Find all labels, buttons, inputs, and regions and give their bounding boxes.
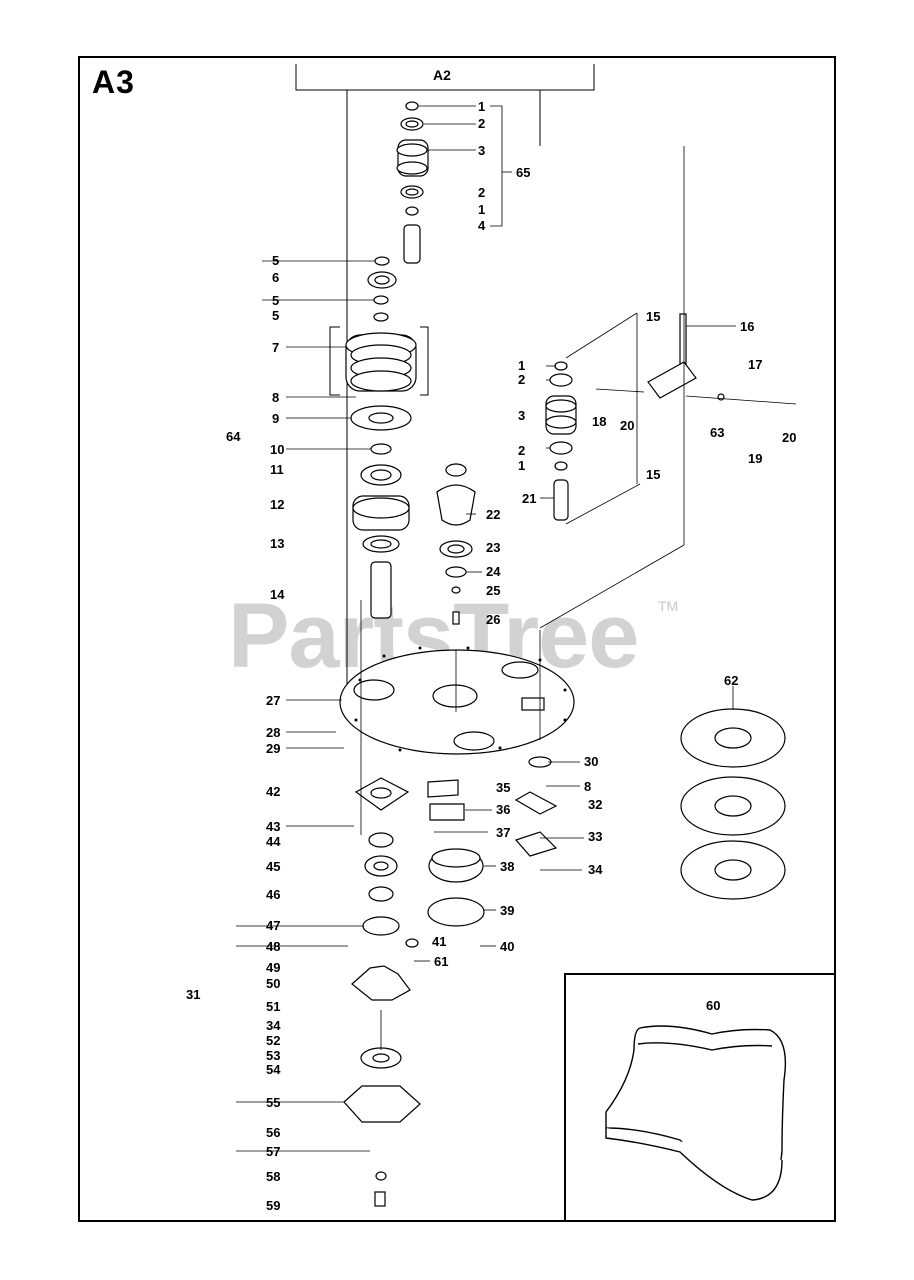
callout-label: 24 (486, 564, 501, 579)
callout-label: 58 (266, 1169, 280, 1184)
drive-belt-60 (605, 1025, 787, 1201)
callout-leaders (236, 105, 736, 1152)
callout-label: 34 (588, 862, 603, 877)
callout-label: 32 (588, 797, 602, 812)
callout-label: 2 (478, 116, 485, 131)
callout-label: 45 (266, 859, 280, 874)
right-assembly-lines (539, 146, 797, 629)
callout-label: 36 (496, 802, 510, 817)
callout-label: 22 (486, 507, 500, 522)
main-shaft-parts (345, 101, 429, 619)
right-spindle-parts (545, 313, 725, 521)
callout-label: 8 (584, 779, 591, 794)
callout-label: 51 (266, 999, 280, 1014)
callout-label: 59 (266, 1198, 280, 1213)
callout-label: 7 (272, 340, 279, 355)
deck-plate (339, 649, 575, 755)
callout-label: 37 (496, 825, 510, 840)
callout-label: 40 (500, 939, 514, 954)
callout-label: 20 (620, 418, 634, 433)
callout-label: 16 (740, 319, 754, 334)
callout-label: 10 (270, 442, 284, 457)
callout-label: 27 (266, 693, 280, 708)
callout-label: 61 (434, 954, 448, 969)
callout-label: 2 (518, 443, 525, 458)
callout-label: 17 (748, 357, 762, 372)
callout-label: 46 (266, 887, 280, 902)
callout-label: 31 (186, 987, 200, 1002)
callout-label: 33 (588, 829, 602, 844)
spindle-parts (436, 463, 476, 625)
callout-label: 28 (266, 725, 280, 740)
callout-label: 38 (500, 859, 514, 874)
callout-label: 39 (500, 903, 514, 918)
callout-label: 52 (266, 1033, 280, 1048)
blade-discs-62 (680, 708, 786, 900)
callout-label: 3 (518, 408, 525, 423)
callout-label: 1 (478, 202, 485, 217)
assembly-ref-label: A2 (433, 67, 451, 83)
callout-label: 20 (782, 430, 796, 445)
callout-label: 44 (266, 834, 281, 849)
callout-label: 14 (270, 587, 285, 602)
callout-label: 3 (478, 143, 485, 158)
callout-label: 23 (486, 540, 500, 555)
callout-label: 9 (272, 411, 279, 426)
callout-label: 2 (478, 185, 485, 200)
callout-label: 42 (266, 784, 280, 799)
inset-label: 60 (706, 998, 720, 1013)
callout-label: 21 (522, 491, 536, 506)
callout-label: 50 (266, 976, 280, 991)
callout-label: 1 (518, 458, 525, 473)
callout-label: 5 (272, 308, 279, 323)
callout-label: 13 (270, 536, 284, 551)
callout-label: 8 (272, 390, 279, 405)
callout-label: 5 (272, 253, 279, 268)
callout-label: 48 (266, 939, 280, 954)
callout-label: 64 (226, 429, 241, 444)
page-code: A3 (92, 64, 135, 100)
callout-label: 18 (592, 414, 606, 429)
callout-label: 41 (432, 934, 446, 949)
callout-label: 62 (724, 673, 738, 688)
callout-label: 5 (272, 293, 279, 308)
callout-label: 12 (270, 497, 284, 512)
callout-label: 11 (270, 462, 284, 477)
callout-label: 55 (266, 1095, 280, 1110)
callout-label: 35 (496, 780, 510, 795)
callout-label: 43 (266, 819, 280, 834)
callout-label: 19 (748, 451, 762, 466)
watermark-tm: TM (658, 598, 679, 614)
callout-label: 1 (518, 358, 525, 373)
callout-label: 15 (646, 467, 660, 482)
lower-assembly-parts (343, 756, 558, 1207)
callout-label: 25 (486, 583, 500, 598)
pulley-bracket (329, 326, 429, 396)
callout-label: 56 (266, 1125, 280, 1140)
callout-label: 15 (646, 309, 660, 324)
callout-label: 47 (266, 918, 280, 933)
callout-label: 6 (272, 270, 279, 285)
callout-label: 30 (584, 754, 598, 769)
callout-label: 49 (266, 960, 280, 975)
inset-box-60 (564, 973, 836, 1222)
center-lines (360, 600, 541, 1050)
callout-label: 65 (516, 165, 530, 180)
callout-label: 29 (266, 741, 280, 756)
callout-label: 53 (266, 1048, 280, 1063)
callout-label: 1 (478, 99, 485, 114)
callout-label: 26 (486, 612, 500, 627)
callout-label: 4 (478, 218, 486, 233)
callout-label: 57 (266, 1144, 280, 1159)
assembly-bracket-a2 (295, 64, 595, 700)
callout-label: 63 (710, 425, 724, 440)
callout-label: 54 (266, 1062, 281, 1077)
callout-label: 2 (518, 372, 525, 387)
callout-labels: 1 2 3 65 2 1 4 5 6 5 5 7 8 9 64 10 11 12… (186, 99, 796, 1213)
callout-label: 34 (266, 1018, 281, 1033)
diagram-frame (78, 56, 836, 1222)
